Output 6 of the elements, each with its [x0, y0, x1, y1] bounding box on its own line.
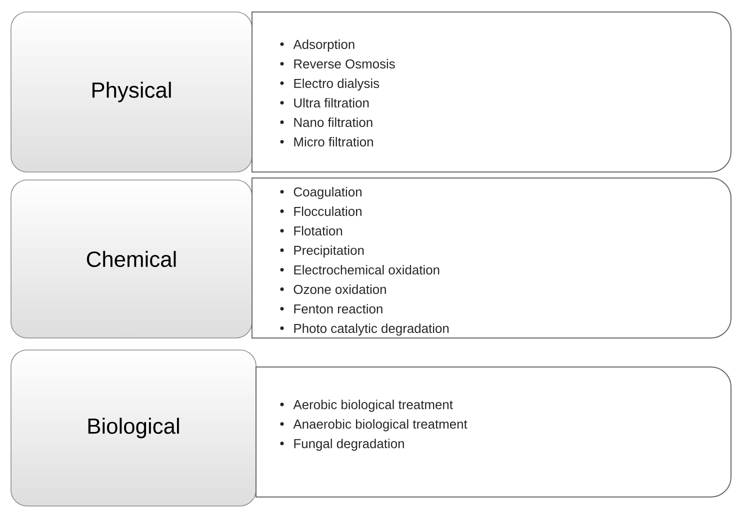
category-box: Physical — [10, 12, 252, 172]
category-box: Biological — [10, 350, 256, 506]
bullet-list-box: Adsorption Reverse Osmosis Electro dialysis Ultra filtration Nano filtration Micro filtration — [252, 12, 732, 172]
category-box: Chemical — [10, 180, 252, 338]
bullet-list-box: Aerobic biological treatment Anaerobic biological treatment Fungal degradation — [256, 366, 732, 498]
bullet-list-box: Coagulation Flocculation Flotation Precipitation Electrochemical oxidation Ozone oxidation Fenton reaction Photo catalytic degradation — [252, 177, 732, 338]
